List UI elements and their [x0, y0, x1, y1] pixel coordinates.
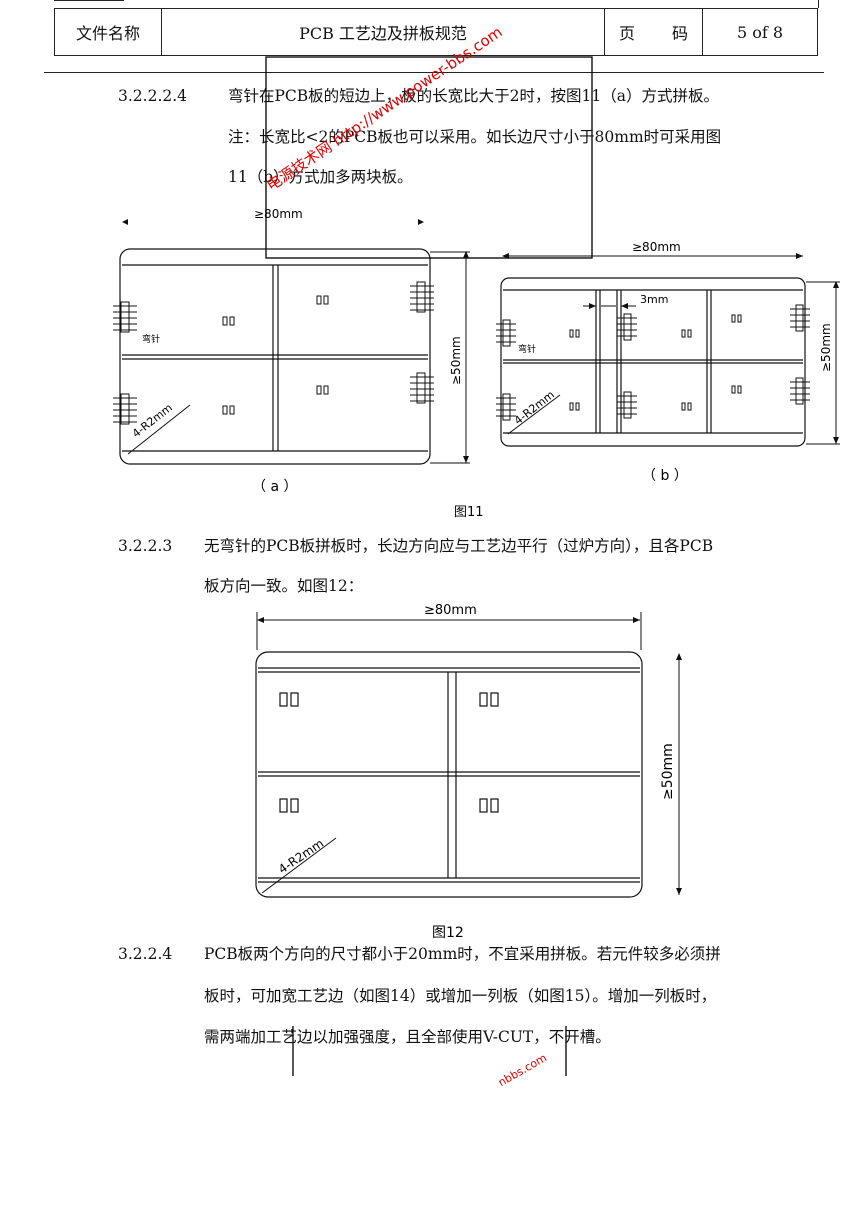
radius-leader-line: [127, 404, 191, 455]
figure11b-board: [500, 277, 806, 447]
figure11-caption: 图11: [454, 505, 484, 520]
bent-pin-icon: [617, 391, 637, 419]
page-label-char-2: 码: [671, 24, 688, 43]
bent-pin-icon: [410, 281, 434, 313]
figure12-width-label: ≥80mm: [424, 603, 477, 618]
figure11b-width-label: ≥80mm: [632, 240, 681, 254]
section-number: 3.2.2.2.4: [118, 87, 188, 105]
radius-leader-line: [507, 394, 561, 435]
paragraph-line: 板时，可加宽工艺边（如图14）或增加一列板（如图15）。增加一列板时，: [204, 987, 717, 1005]
header-top-line: [54, 0, 124, 1]
paragraph-line: 板方向一致。如图12：: [204, 577, 364, 595]
section-number: 3.2.2.3: [118, 537, 173, 555]
document-title: PCB 工艺边及拼板规范: [162, 9, 605, 55]
component-icon: [222, 295, 329, 415]
paragraph-line: PCB板两个方向的尺寸都小于20mm时，不宜采用拼板。若元件较多必须拼: [204, 945, 721, 963]
note-line: 注：长宽比<2的PCB板也可以采用。如长边尺寸小于80mm时可采用图: [228, 128, 722, 146]
file-name-label: 文件名称: [55, 9, 162, 55]
bent-pin-icon: [496, 393, 516, 421]
figure11b-caption: （ b ）: [642, 468, 688, 484]
figure11a-height-label: ≥50mm: [449, 336, 463, 385]
figure11a-width-label: ≥80mm: [254, 207, 303, 221]
note-line: 11（b）方式加多两块板。: [228, 168, 413, 186]
page-label-char-1: 页: [619, 24, 636, 43]
page-number: 5 of 8: [736, 22, 784, 42]
document-header-table: 文件名称 PCB 工艺边及拼板规范 页 码 5 of 8: [54, 8, 818, 56]
figure11b-height-label: ≥50mm: [819, 323, 833, 372]
bent-pin-icon: [617, 313, 637, 341]
figure11a-board: [119, 248, 431, 465]
figure11a-caption: （ a ）: [252, 479, 297, 495]
figure12-caption: 图12: [432, 925, 464, 941]
bent-pin-icon: [410, 372, 434, 404]
figure11b-gap-label: 3mm: [640, 293, 668, 306]
watermark-bracket: [292, 1026, 567, 1076]
figure12-radius-label: 4-R2mm: [276, 836, 326, 876]
watermark-box: [265, 56, 593, 259]
header-rule: [44, 72, 824, 73]
bent-pin-icon: [790, 377, 810, 405]
header-top-tick: [818, 0, 819, 8]
paragraph-line: 需两端加工艺边以加强强度，且全部使用V-CUT，不开槽。: [204, 1028, 611, 1046]
paragraph-line: 弯针在PCB板的短边上，板的长宽比大于2时，按图11（a）方式拼板。: [228, 87, 720, 105]
bent-pin-icon: [790, 304, 810, 332]
paragraph-line: 无弯针的PCB板拼板时，长边方向应与工艺边平行（过炉方向），且各PCB: [204, 537, 714, 555]
bent-pin-label: 弯针: [142, 333, 160, 345]
figure12-board: [255, 651, 643, 898]
bent-pin-icon: [496, 319, 516, 347]
section-number: 3.2.2.4: [118, 945, 173, 963]
bent-pin-icon: [113, 301, 137, 333]
radius-leader-line: [261, 837, 337, 894]
figure11b-radius-label: 4-R2mm: [512, 388, 557, 427]
component-icon: [279, 692, 499, 813]
page-label: 页 码: [605, 9, 703, 55]
bent-pin-label: 弯针: [518, 343, 536, 355]
component-icon: [569, 314, 742, 411]
figure12-height-label: ≥50mm: [660, 743, 676, 800]
bent-pin-icon: [113, 393, 137, 425]
